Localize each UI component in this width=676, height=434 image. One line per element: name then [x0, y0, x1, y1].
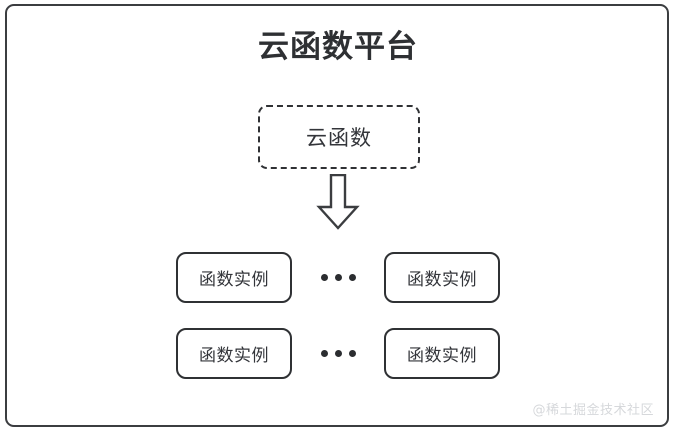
function-instance-label: 函数实例 — [407, 345, 477, 366]
function-instance-node: 函数实例 — [176, 327, 292, 379]
function-instance-node: 函数实例 — [176, 251, 292, 303]
function-instance-label: 函数实例 — [407, 269, 477, 290]
instance-row: 函数实例 函数实例 — [0, 327, 676, 379]
instance-row: 函数实例 函数实例 — [0, 251, 676, 303]
ellipsis-icon — [292, 349, 384, 357]
cloud-function-label: 云函数 — [306, 126, 372, 150]
function-instance-label: 函数实例 — [199, 269, 269, 290]
ellipsis-dot — [334, 273, 342, 281]
watermark: @稀土掘金技术社区 — [532, 403, 654, 418]
ellipsis-dot — [320, 349, 328, 357]
function-instance-node: 函数实例 — [384, 327, 500, 379]
function-instance-node: 函数实例 — [384, 251, 500, 303]
function-instance-label: 函数实例 — [199, 345, 269, 366]
cloud-function-node: 云函数 — [258, 105, 420, 169]
block-arrow-down-icon — [316, 174, 360, 230]
ellipsis-icon — [292, 273, 384, 281]
page-title: 云函数平台 — [258, 29, 418, 65]
ellipsis-dot — [334, 349, 342, 357]
ellipsis-dot — [348, 349, 356, 357]
ellipsis-dot — [320, 273, 328, 281]
ellipsis-dot — [348, 273, 356, 281]
